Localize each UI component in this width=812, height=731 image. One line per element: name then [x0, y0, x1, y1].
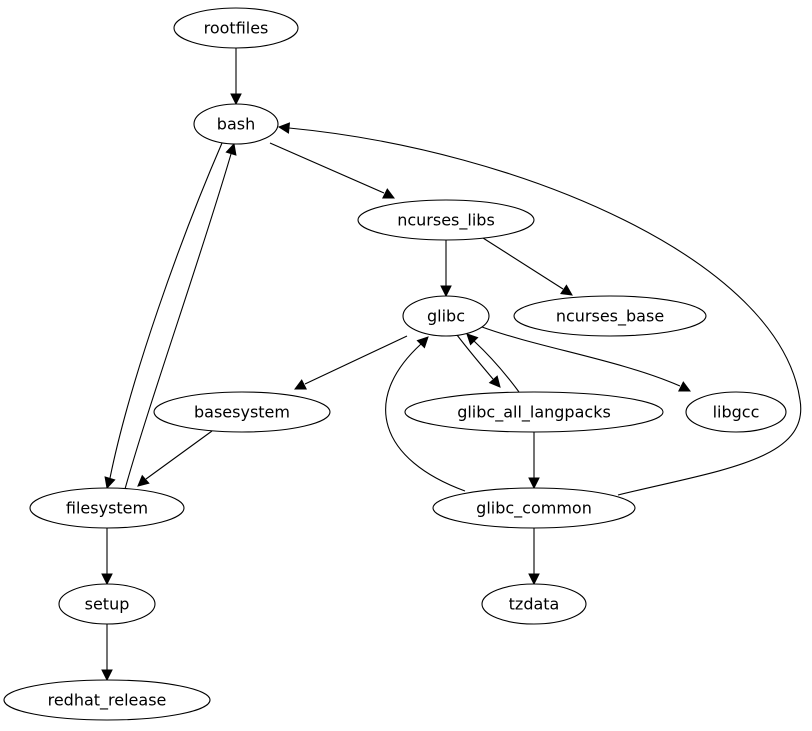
node-rootfiles: rootfiles: [173, 7, 299, 49]
node-libgcc: libgcc: [685, 391, 787, 433]
edge-ncurses_libs-to-ncurses_base: [482, 237, 573, 296]
edges-layer: [101, 48, 802, 682]
edge-line: [269, 142, 385, 194]
node-shape: [513, 295, 707, 337]
node-label: glibc: [427, 307, 465, 326]
node-ncurses_base: ncurses_base: [513, 295, 707, 337]
node-basesystem: basesystem: [153, 391, 331, 433]
arrowhead-icon: [230, 93, 242, 106]
edge-glibc_common-to-tzdata: [528, 528, 540, 586]
arrowhead-icon: [277, 122, 291, 134]
edge-glibc-to-basesystem: [294, 335, 408, 390]
arrowhead-icon: [488, 375, 501, 388]
edge-filesystem-to-bash: [124, 142, 237, 490]
edge-line: [481, 326, 681, 387]
arrowhead-icon: [560, 284, 573, 296]
node-shape: [3, 679, 211, 721]
arrowhead-icon: [101, 669, 113, 682]
node-redhat_release: redhat_release: [3, 679, 211, 721]
node-setup: setup: [58, 583, 156, 625]
edge-bash-to-filesystem: [104, 142, 223, 490]
arrowhead-icon: [440, 285, 452, 298]
edge-line: [456, 334, 494, 380]
edge-rootfiles-to-bash: [230, 48, 242, 106]
node-label: basesystem: [194, 403, 290, 422]
node-glibc: glibc: [402, 295, 490, 337]
edge-glibc_common-to-bash: [277, 122, 802, 496]
node-shape: [432, 487, 636, 529]
arrowhead-icon: [104, 476, 116, 490]
edge-line: [288, 127, 802, 496]
edge-line: [482, 237, 564, 290]
node-filesystem: filesystem: [29, 487, 185, 529]
node-label: ncurses_libs: [397, 211, 495, 231]
node-glibc_common: glibc_common: [432, 487, 636, 529]
arrowhead-icon: [678, 381, 691, 392]
edge-line: [473, 340, 520, 393]
node-shape: [404, 391, 664, 433]
edge-glibc_all_langpacks-to-glibc_common: [528, 432, 540, 490]
node-label: glibc_all_langpacks: [457, 403, 611, 423]
node-bash: bash: [193, 103, 279, 145]
node-shape: [153, 391, 331, 433]
arrowhead-icon: [382, 188, 395, 199]
node-glibc_all_langpacks: glibc_all_langpacks: [404, 391, 664, 433]
node-shape: [193, 103, 279, 145]
arrowhead-icon: [294, 379, 307, 390]
edge-line: [385, 343, 466, 492]
edge-ncurses_libs-to-glibc: [440, 240, 452, 298]
arrowhead-icon: [137, 474, 150, 487]
edge-glibc_common-to-glibc: [385, 336, 466, 492]
edge-setup-to-redhat_release: [101, 624, 113, 682]
node-shape: [29, 487, 185, 529]
node-ncurses_libs: ncurses_libs: [357, 199, 535, 241]
edge-glibc_all_langpacks-to-glibc: [466, 333, 520, 393]
arrowhead-icon: [225, 142, 237, 156]
node-label: setup: [85, 595, 130, 614]
node-label: tzdata: [509, 595, 560, 614]
node-shape: [357, 199, 535, 241]
edge-line: [304, 335, 408, 385]
arrowhead-icon: [528, 477, 540, 490]
node-shape: [685, 391, 787, 433]
node-label: glibc_common: [476, 499, 592, 519]
arrowhead-icon: [528, 573, 540, 586]
edge-filesystem-to-setup: [101, 528, 113, 586]
edge-line: [124, 153, 232, 490]
arrowhead-icon: [466, 333, 479, 346]
node-label: filesystem: [66, 499, 148, 518]
node-label: redhat_release: [48, 691, 167, 711]
arrowhead-icon: [416, 336, 429, 349]
node-shape: [173, 7, 299, 49]
node-label: libgcc: [713, 403, 760, 422]
edge-bash-to-ncurses_libs: [269, 142, 395, 199]
node-label: bash: [217, 115, 255, 134]
node-label: ncurses_base: [556, 307, 664, 327]
edge-line: [145, 430, 213, 480]
arrowhead-icon: [101, 573, 113, 586]
edge-line: [109, 142, 223, 479]
node-shape: [481, 583, 587, 625]
edge-basesystem-to-filesystem: [137, 430, 213, 487]
edge-glibc-to-libgcc: [481, 326, 691, 392]
node-shape: [58, 583, 156, 625]
edge-glibc-to-glibc_all_langpacks: [456, 334, 501, 388]
node-tzdata: tzdata: [481, 583, 587, 625]
node-label: rootfiles: [204, 19, 269, 38]
node-shape: [402, 295, 490, 337]
